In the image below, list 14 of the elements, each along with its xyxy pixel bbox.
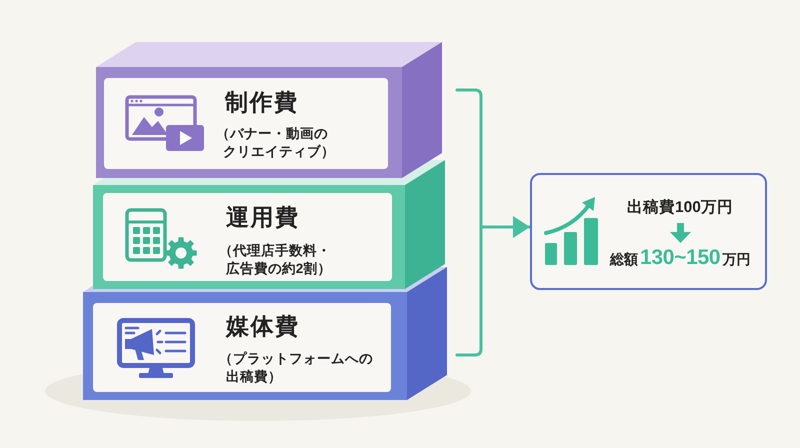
cost-block — [96, 67, 402, 178]
block-title: 運用費 — [226, 204, 300, 230]
block-title: 媒体費 — [226, 313, 300, 339]
cost-block — [83, 292, 407, 400]
result-box — [530, 173, 767, 290]
result-text: 出稿費100万円 — [627, 198, 733, 218]
bracket — [455, 88, 483, 357]
block-title: 制作費 — [225, 89, 298, 115]
block-subtitle: （代理店手数料・広告費の約2割） — [219, 242, 332, 278]
result-text: 総額130~150万円 — [610, 245, 750, 271]
block-subtitle: （バナー・動画のクリエイティブ） — [216, 124, 336, 160]
arrow — [482, 216, 530, 238]
cost-block — [93, 185, 405, 289]
block-subtitle: （プラットフォームへの出稿費） — [219, 350, 374, 386]
